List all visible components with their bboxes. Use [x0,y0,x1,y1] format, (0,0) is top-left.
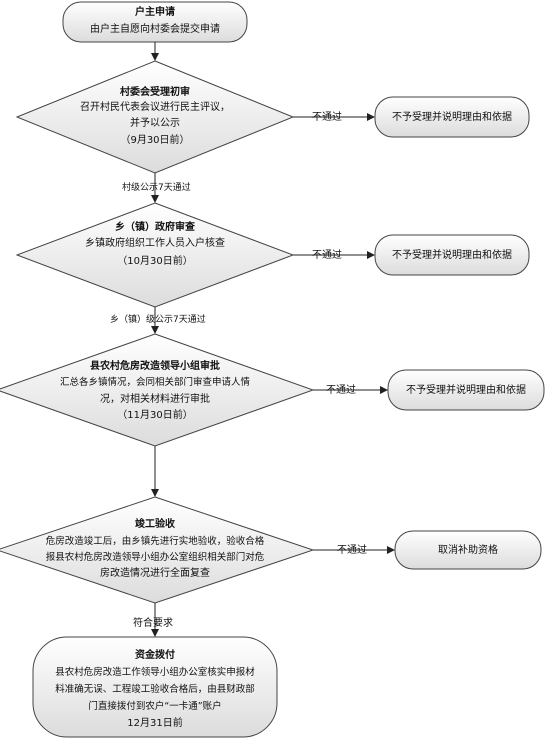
decision-step3 [0,333,315,447]
step1-title: 村委会受理初审 [120,87,190,98]
end-line-2: 料准确无误、工程竣工验收合格后，由县财政部 [55,684,255,695]
step4-line-1: 危房改造竣工后，由乡镇先进行实地验收，验收合格 [45,536,265,547]
step4-title: 竣工验收 [135,519,175,530]
end-line-4: 12月31日前 [127,718,183,729]
start-title: 户主申请 [135,7,175,18]
decision-step4 [0,496,315,604]
reject-text-3: 不予受理并说明理由和依据 [406,385,526,396]
reject-box-1 [374,96,530,138]
end-node [32,636,278,738]
connector-label-3: 符合要求 [133,618,173,629]
connector-label-1: 村级公示7天通过 [122,183,191,193]
step2-title: 乡（镇）政府审查 [115,222,195,233]
step2-line-2: （10月30日前） [117,256,193,267]
step3-line-1: 汇总各乡镇情况，会同相关部门审查申请人情 [59,377,250,388]
connector-label-2: 乡（镇）级公示7天通过 [110,315,206,325]
reject-text-4: 取消补助资格 [438,545,498,556]
reject-label-3: 不通过 [326,385,356,396]
step4-line-2: 报县农村危房改造领导小组办公室组织相关部门对危 [45,552,265,563]
step3-line-2: 况，对相关材料进行审批 [100,394,210,405]
end-line-3: 门直接拨付到农户“一卡通”账户 [88,701,222,712]
step3-title: 县农村危房改造领导小组审批 [90,361,220,372]
step1-line-3: （9月30日前） [120,135,190,146]
end-title: 资金拨付 [135,650,175,661]
reject-label-4: 不通过 [337,545,367,556]
reject-label-1: 不通过 [312,112,342,123]
step2-line-1: 乡镇政府组织工作人员入户核查 [85,238,225,249]
reject-text-1: 不予受理并说明理由和依据 [392,112,512,123]
reject-box-3 [387,369,545,411]
reject-text-2: 不予受理并说明理由和依据 [392,250,512,261]
step1-line-1: 召开村民代表会议进行民主评议， [80,102,230,113]
step3-line-3: （11月30日前） [117,410,193,421]
end-line-1: 县农村危房改造工作领导小组办公室核实申报材 [55,667,255,678]
reject-box-2 [374,234,530,276]
reject-box-4 [394,530,542,570]
start-desc: 由户主自愿向村委会提交申请 [90,24,220,35]
step4-line-3: 房改造情况进行全面复查 [100,568,210,579]
reject-label-2: 不通过 [312,250,342,261]
step1-line-2: 并予以公示 [130,118,180,129]
